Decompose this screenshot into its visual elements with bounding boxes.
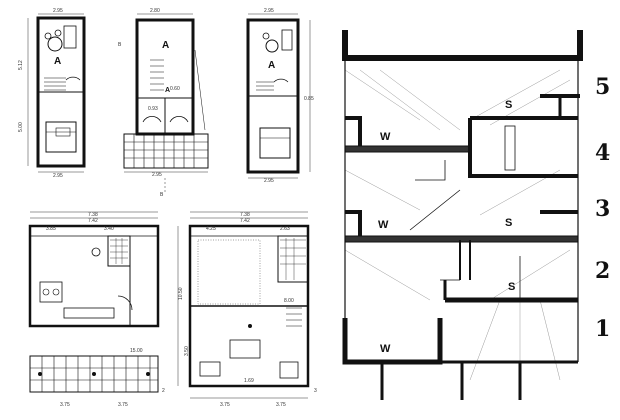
floor-number-3: 3 bbox=[595, 196, 610, 222]
room-label-w: W bbox=[378, 219, 389, 231]
section-mark: B bbox=[118, 42, 122, 48]
room-label-w: W bbox=[380, 343, 391, 355]
structural-grid-strip bbox=[29, 355, 159, 393]
dim-label: 3.75 bbox=[118, 402, 128, 408]
room-label-a: A bbox=[268, 60, 275, 71]
dimension-lines bbox=[124, 13, 208, 194]
dim-label: 7.42 bbox=[88, 218, 98, 224]
room-label-a: A bbox=[54, 56, 61, 67]
dimension-lines bbox=[30, 211, 158, 219]
dim-label: 0.60 bbox=[170, 86, 180, 92]
grid-tick: 2 bbox=[162, 388, 165, 394]
floor-plan-left bbox=[28, 224, 160, 328]
dim-label: 0.85 bbox=[304, 96, 314, 102]
building-section bbox=[342, 30, 583, 400]
room-label-s: S bbox=[505, 217, 512, 229]
dim-label: 5.00 bbox=[18, 122, 24, 132]
floor-number-2: 2 bbox=[595, 258, 610, 284]
dim-label: 7.38 bbox=[88, 212, 98, 218]
grid-tick: 3 bbox=[314, 388, 317, 394]
unit-plan-1 bbox=[36, 16, 86, 168]
floor-number-1: 1 bbox=[595, 316, 610, 342]
dim-label: 2.80 bbox=[150, 8, 160, 14]
dim-label: 2.95 bbox=[264, 178, 274, 184]
floor-number-5: 5 bbox=[595, 74, 610, 100]
unit-plan-2 bbox=[123, 18, 209, 169]
dim-label: 8.00 bbox=[284, 298, 294, 304]
dim-label: 2.95 bbox=[264, 8, 274, 14]
room-label-a-small: A bbox=[165, 87, 170, 94]
dim-label: 0.93 bbox=[148, 106, 158, 112]
dim-label: 3.75 bbox=[276, 402, 286, 408]
dim-label: 2.95 bbox=[53, 8, 63, 14]
unit-plan-3 bbox=[246, 18, 300, 174]
dim-label: 3.75 bbox=[220, 402, 230, 408]
dim-label: 3.75 bbox=[60, 402, 70, 408]
dim-label: 1.69 bbox=[244, 378, 254, 384]
dim-label: 7.38 bbox=[240, 212, 250, 218]
dim-label: 15.00 bbox=[130, 348, 143, 354]
dim-label: 2.63 bbox=[280, 226, 290, 232]
dim-label: 3.40 bbox=[104, 226, 114, 232]
dim-label: 5.12 bbox=[18, 60, 24, 70]
dimension-lines bbox=[248, 13, 311, 179]
dimension-lines bbox=[27, 13, 84, 173]
section-mark: B bbox=[160, 192, 164, 198]
dim-label: 7.42 bbox=[240, 218, 250, 224]
floor-number-4: 4 bbox=[595, 140, 610, 166]
room-label-s: S bbox=[505, 99, 512, 111]
floor-plan-right bbox=[188, 224, 310, 388]
room-label-a: A bbox=[162, 40, 169, 51]
dim-label: 4.25 bbox=[206, 226, 216, 232]
room-label-w: W bbox=[380, 131, 391, 143]
room-label-s: S bbox=[508, 281, 515, 293]
dim-label: 2.95 bbox=[53, 173, 63, 179]
dim-label: 3.50 bbox=[184, 346, 190, 356]
dimension-lines bbox=[177, 211, 308, 399]
dim-label: 10.50 bbox=[178, 287, 184, 300]
dim-label: 2.95 bbox=[152, 172, 162, 178]
dim-label: 3.85 bbox=[46, 226, 56, 232]
